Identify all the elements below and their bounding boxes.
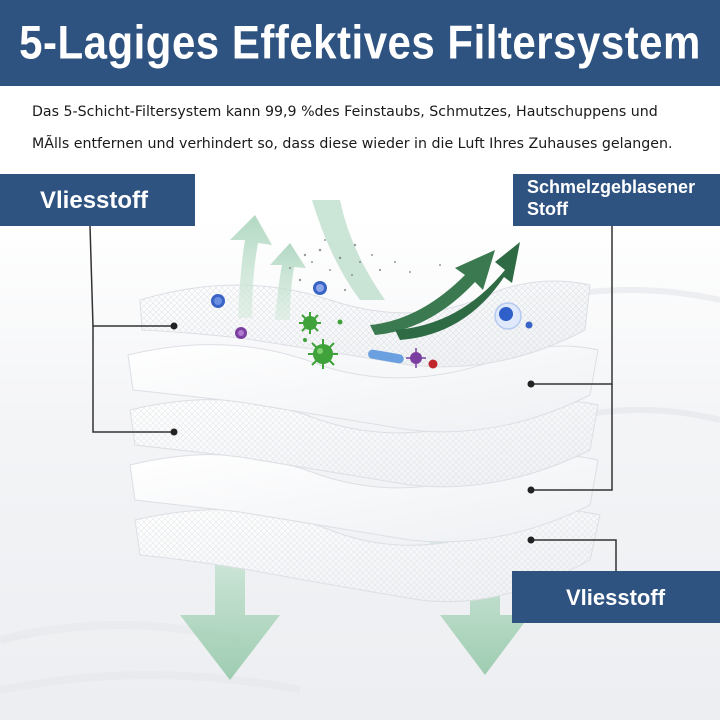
filter-layer-5 [134, 509, 601, 603]
label-text: Vliesstoff [566, 585, 666, 610]
arrow-curved-icon [370, 242, 520, 340]
label-vliesstoff-bottom: Vliesstoff [512, 571, 720, 623]
label-schmelzgeblasener-stoff: Schmelzgeblasener Stoff [513, 174, 720, 226]
connector-dots-right [527, 380, 535, 544]
arrow-down-icon [180, 560, 530, 680]
label-text-line-1: Schmelzgeblasener [527, 177, 696, 197]
connector-dots-left [170, 322, 178, 436]
arrow-up-icon [230, 215, 306, 320]
label-text: Vliesstoff [40, 187, 149, 214]
dust-particles [289, 239, 441, 292]
header-banner: 5-Lagiges Effektives Filtersystem [0, 0, 720, 86]
germ-icon [211, 281, 533, 369]
description-line-1: Das 5-Schicht-Filtersystem kann 99,9 %de… [32, 104, 658, 120]
connector-lines-left [89, 225, 174, 433]
description-text: Das 5-Schicht-Filtersystem kann 99,9 %de… [32, 96, 702, 160]
label-text-line-2: Stoff [527, 199, 568, 219]
page-title: 5-Lagiges Effektives Filtersystem [19, 16, 701, 69]
airflow-in [312, 200, 385, 300]
label-vliesstoff-top: Vliesstoff [0, 174, 195, 226]
connector-lines-right [531, 226, 617, 571]
description-line-2: MÃlls entfernen und verhindert so, dass … [32, 136, 673, 152]
